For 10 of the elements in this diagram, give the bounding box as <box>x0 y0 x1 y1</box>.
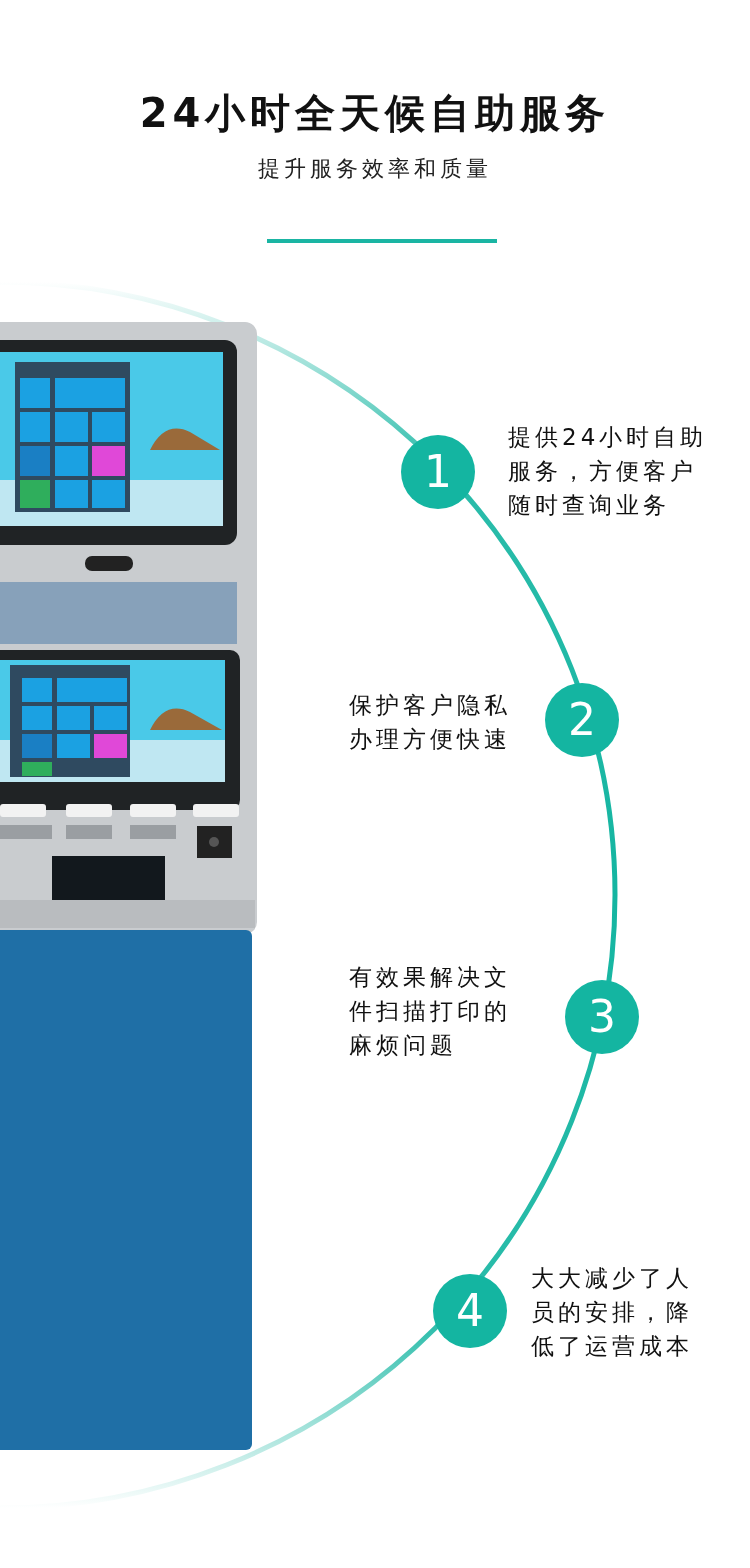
feature-text: 提供24小时自助服务，方便客户随时查询业务 <box>508 423 708 520</box>
number-circle: 4 <box>433 1274 507 1348</box>
subtitle: 提升服务效率和质量 <box>257 155 493 183</box>
number-circle: 3 <box>565 980 639 1054</box>
feature-text: 大大减少了人员的安排，降低了运营成本 <box>531 1264 694 1361</box>
number-circle: 2 <box>545 683 619 757</box>
number-circle: 1 <box>401 435 475 509</box>
feature-text: 有效果解决文件扫描打印的麻烦问题 <box>349 963 512 1060</box>
feature-text: 保护客户隐私办理方便快速 <box>349 691 512 754</box>
title: 24小时全天候自助服务 <box>138 89 612 138</box>
